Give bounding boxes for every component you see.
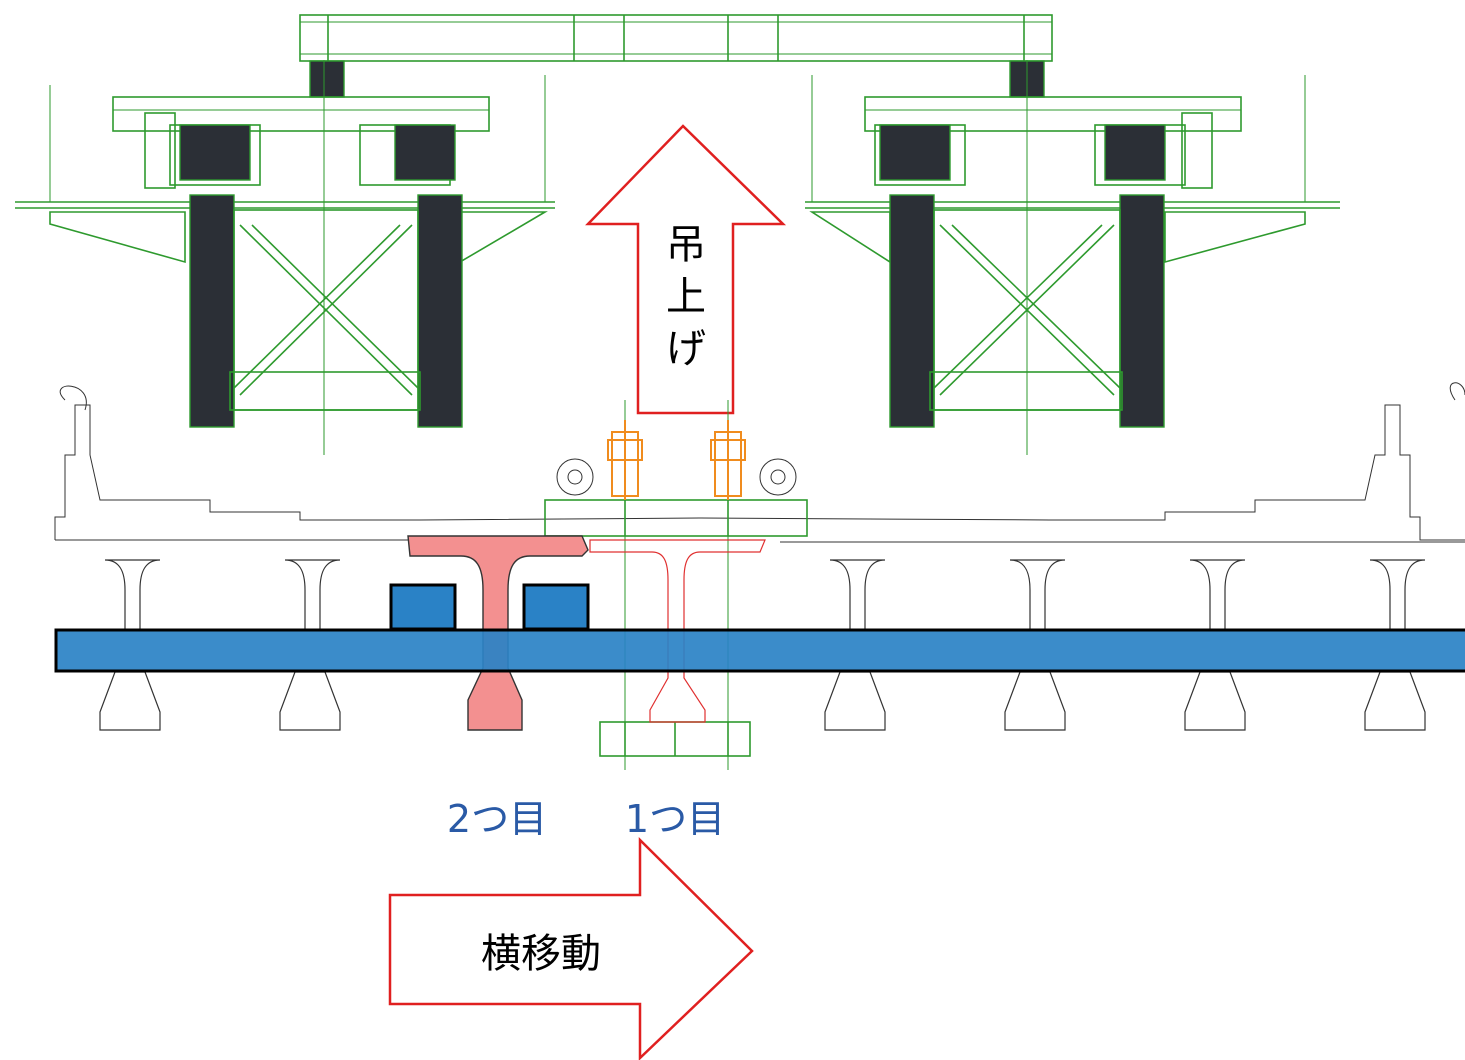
gantry-top-beam: [299, 14, 1053, 98]
girders: [99, 559, 1426, 731]
lift-label-char: 上: [666, 274, 706, 320]
arrow-right-icon: [388, 837, 754, 1060]
support-block-right: [522, 583, 590, 631]
hoist-left: [607, 420, 643, 500]
first-girder-outline: [589, 539, 766, 723]
lift-label-char: げ: [666, 326, 706, 372]
second-label: 2つ目: [447, 797, 547, 841]
lift-label: 吊上げ: [666, 222, 706, 372]
bridge-deck: [54, 382, 1465, 543]
first-label: 1つ目: [625, 797, 725, 841]
gantry-leg-left: [15, 60, 555, 455]
hoist-right: [710, 420, 746, 500]
lateral-move-label: 横移動: [481, 931, 601, 977]
gantry-leg-right: [805, 60, 1340, 455]
lift-label-char: 吊: [666, 222, 706, 268]
arrow-up-icon: [585, 124, 787, 415]
support-block-left: [389, 583, 457, 631]
transverse-rail: [54, 628, 1465, 673]
